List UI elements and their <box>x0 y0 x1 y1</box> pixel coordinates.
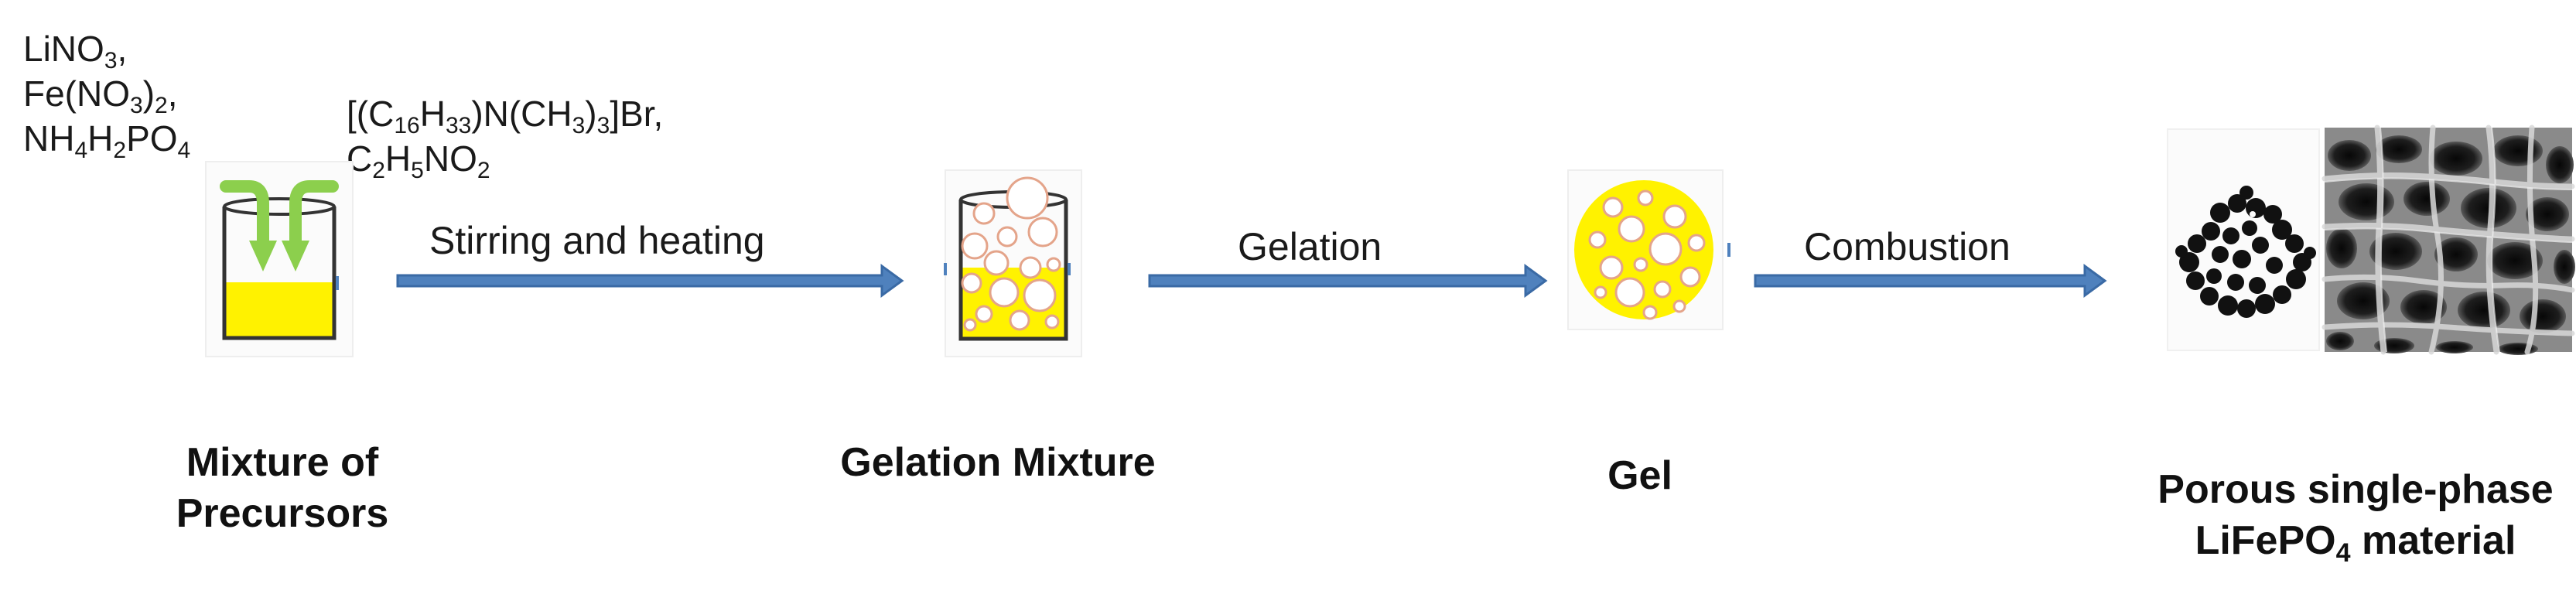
process-arrow-3 <box>1754 264 2107 298</box>
caption-mixture-line2: Precursors <box>176 491 389 536</box>
caption-mixture-of-precursors: Mixture of Precursors <box>155 437 410 539</box>
caption-product: Porous single-phase LiFePO4 material <box>2135 464 2576 566</box>
caption-mixture-line1: Mixture of <box>186 440 379 485</box>
reagent-glycine: C2H5NO2 <box>347 138 490 183</box>
reagent-nh4h2po4: NH4H2PO4 <box>23 118 191 163</box>
reagent-lino3: LiNO3, <box>23 29 128 73</box>
caption-product-line2: LiFePO4 material <box>2195 518 2516 568</box>
reagent-list-additives: [(C16H33)N(CH3)3]Br, C2H5NO2 <box>347 91 664 183</box>
sem-micrograph-image <box>2321 125 2575 355</box>
reagent-ctab: [(C16H33)N(CH3)3]Br, <box>347 94 664 138</box>
caption-gel: Gel <box>1607 453 1672 498</box>
precursor-beaker-icon <box>205 161 354 357</box>
gel-sphere-icon <box>1567 169 1730 330</box>
step-label-gelation: Gelation <box>1238 225 1382 268</box>
step-label-combustion: Combustion <box>1804 225 2011 268</box>
process-arrow-1 <box>396 264 904 298</box>
gelation-beaker-icon <box>944 169 1082 357</box>
reagent-list-precursors: LiNO3, Fe(NO3)2, NH4H2PO4 <box>23 26 191 163</box>
reagent-feno32: Fe(NO3)2, <box>23 73 178 118</box>
caption-product-line1: Porous single-phase <box>2157 467 2554 512</box>
caption-gelation-mixture: Gelation Mixture <box>840 440 1156 485</box>
process-arrow-2 <box>1148 264 1548 298</box>
step-label-stirring: Stirring and heating <box>429 219 765 262</box>
porous-particle-icon <box>2167 128 2320 351</box>
